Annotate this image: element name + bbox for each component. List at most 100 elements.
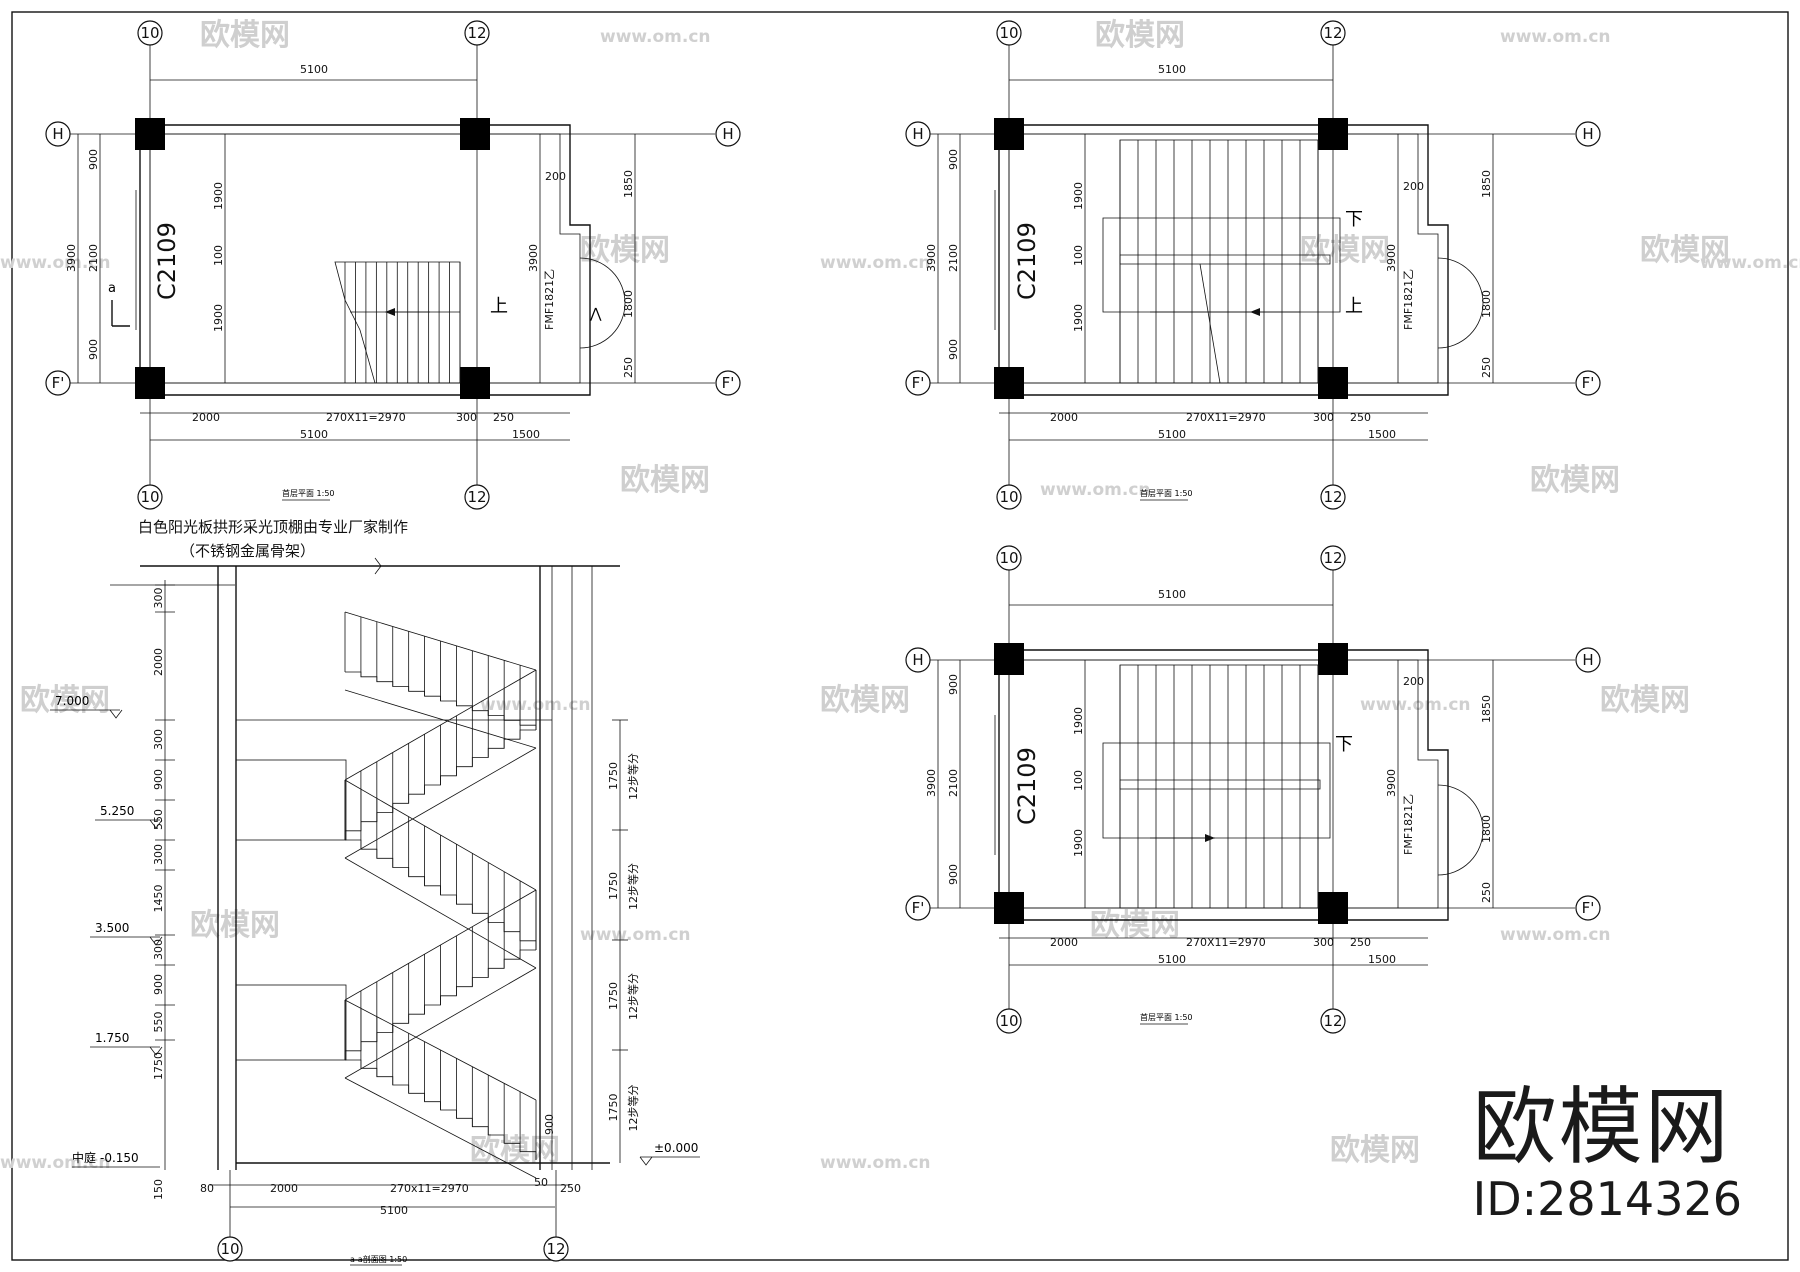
svg-text:上: 上 <box>490 296 508 317</box>
watermark-url: www.om.cn <box>820 253 931 273</box>
flight-dim: 1750 <box>607 982 620 1010</box>
svg-text:1800: 1800 <box>1480 815 1493 843</box>
dim-label: 1450 <box>152 885 165 913</box>
dim-label: 900 <box>152 974 165 995</box>
section-stairs <box>344 611 537 1179</box>
svg-text:12: 12 <box>1323 549 1342 567</box>
level-marker: ±0.000 <box>639 1141 700 1166</box>
column <box>994 892 1024 924</box>
dim-label: 300 <box>152 729 165 750</box>
door-label: FMF1821乙 <box>543 269 556 330</box>
section-note-line2: （不锈钢金属骨架） <box>180 542 315 560</box>
svg-text:1850: 1850 <box>622 170 635 198</box>
svg-text:1900: 1900 <box>212 304 225 332</box>
svg-text:2000: 2000 <box>192 411 220 424</box>
grid-bubble-10-bottom: 10 <box>996 484 1022 510</box>
stair-soffit <box>344 689 537 749</box>
watermark-logo: 欧模网 <box>1095 18 1185 53</box>
grid-bubble-12-top: 12 <box>1320 545 1346 571</box>
svg-text:900: 900 <box>87 149 100 170</box>
svg-text:10: 10 <box>999 549 1018 567</box>
grid-bubble-h-left: H <box>45 121 71 147</box>
watermark-logo: 欧模网 <box>1090 908 1180 943</box>
watermark-logo: 欧模网 <box>1300 233 1390 268</box>
grid-bubble-f-right: F' <box>1575 895 1601 921</box>
svg-text:2000: 2000 <box>1050 936 1078 949</box>
svg-text:12: 12 <box>546 1240 565 1258</box>
grid-bubble-10-top: 10 <box>996 20 1022 46</box>
svg-text:5100: 5100 <box>380 1204 408 1217</box>
column <box>994 118 1024 150</box>
level-marker: 5.250 <box>95 804 163 829</box>
svg-text:5100: 5100 <box>300 63 328 76</box>
svg-text:5100: 5100 <box>1158 953 1186 966</box>
window-label: C2109 <box>1013 747 1041 825</box>
watermark-url: www.om.cn <box>480 695 591 715</box>
svg-text:H: H <box>722 125 733 143</box>
svg-text:900: 900 <box>87 339 100 360</box>
grid-bubble-10-top: 10 <box>996 545 1022 571</box>
level-marker: 3.500 <box>90 921 163 946</box>
svg-text:5100: 5100 <box>300 428 328 441</box>
svg-text:5100: 5100 <box>1158 63 1186 76</box>
grid-bubble-h-left: H <box>905 647 931 673</box>
stair-soffit <box>344 747 537 859</box>
column <box>1318 892 1348 924</box>
svg-text:12: 12 <box>1323 488 1342 506</box>
flight-dim: 1750 <box>607 762 620 790</box>
dim-label: 900 <box>152 769 165 790</box>
svg-text:1500: 1500 <box>1368 428 1396 441</box>
column <box>135 367 165 399</box>
grid-bubble-10-bottom: 10 <box>996 1008 1022 1034</box>
window-label: C2109 <box>1013 222 1041 300</box>
svg-text:100: 100 <box>212 245 225 266</box>
sheet-border <box>11 11 1789 1261</box>
section-caption: a-a剖面图 1:50 <box>350 1254 407 1264</box>
section-aa: 白色阳光板拱形采光顶棚由专业厂家制作 （不锈钢金属骨架） 300 2000 300 9… <box>50 518 700 1266</box>
svg-text:H: H <box>1582 651 1593 669</box>
dim-label: 2000 <box>152 648 165 676</box>
door-label: FMF1821乙 <box>1402 269 1415 330</box>
svg-text:3900: 3900 <box>1385 769 1398 797</box>
svg-text:1900: 1900 <box>1072 829 1085 857</box>
section-note-line1: 白色阳光板拱形采光顶棚由专业厂家制作 <box>138 518 408 536</box>
flight-note: 12步等分 <box>626 1085 640 1132</box>
svg-text:300: 300 <box>456 411 477 424</box>
svg-text:中庭: 中庭 <box>72 1150 96 1165</box>
watermark-url: www.om.cn <box>1500 27 1611 47</box>
column <box>1318 643 1348 675</box>
column <box>135 118 165 150</box>
svg-text:1500: 1500 <box>512 428 540 441</box>
svg-text:1850: 1850 <box>1480 695 1493 723</box>
column <box>460 118 490 150</box>
stair-flight: 上 下 <box>1102 139 1363 384</box>
svg-text:150: 150 <box>152 1179 165 1200</box>
svg-text:1850: 1850 <box>1480 170 1493 198</box>
watermark-logo: 欧模网 <box>620 463 710 498</box>
svg-text:900: 900 <box>543 1114 556 1135</box>
dim-label: 300 <box>152 588 165 609</box>
svg-text:250: 250 <box>1350 936 1371 949</box>
brand-block: 欧模网 ID:2814326 <box>1473 1082 1742 1226</box>
watermark-logo: 欧模网 <box>580 233 670 268</box>
flight-note: 12步等分 <box>626 863 640 910</box>
window-label: C2109 <box>153 222 181 300</box>
svg-text:F': F' <box>1582 899 1595 917</box>
svg-text:3900: 3900 <box>925 769 938 797</box>
plan-caption: 首层平面 1:50 <box>1140 1012 1193 1022</box>
svg-text:900: 900 <box>947 149 960 170</box>
svg-text:F': F' <box>52 374 65 392</box>
svg-text:900: 900 <box>947 864 960 885</box>
svg-text:F': F' <box>912 374 925 392</box>
door-arrow: ⋀ <box>589 306 602 322</box>
grid-bubble-f-left: F' <box>905 895 931 921</box>
svg-text:5100: 5100 <box>1158 428 1186 441</box>
grid-bubble-10-bottom: 10 <box>137 484 163 510</box>
svg-text:300: 300 <box>1313 411 1334 424</box>
svg-text:H: H <box>912 651 923 669</box>
svg-text:80: 80 <box>200 1182 214 1195</box>
svg-text:F': F' <box>722 374 735 392</box>
svg-text:1900: 1900 <box>1072 182 1085 210</box>
grid-bubble-h-right: H <box>1575 647 1601 673</box>
